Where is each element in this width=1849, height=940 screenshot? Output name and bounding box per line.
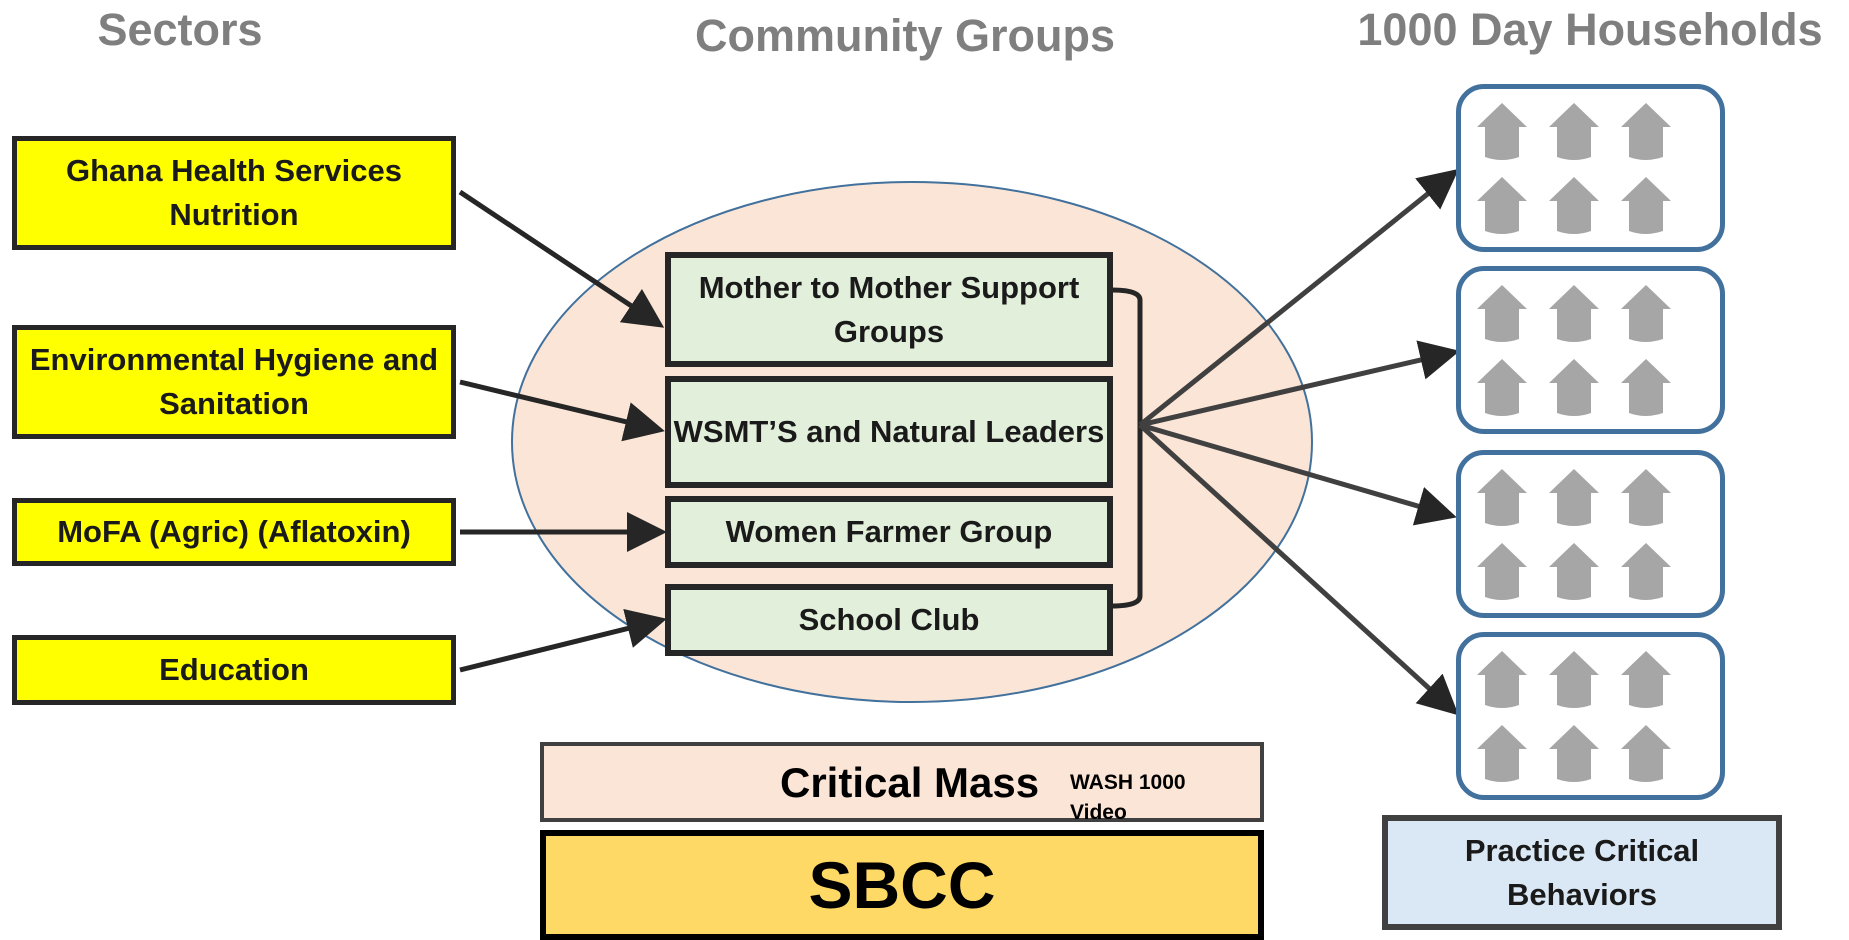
critical-mass-sublabel: WASH 1000 Video xyxy=(1070,771,1186,822)
arrow-hub-to-household-1 xyxy=(1138,168,1459,427)
practice-label: Practice Critical Behaviors xyxy=(1464,832,1700,912)
sbcc-box: SBCC xyxy=(540,830,1264,940)
sector-label: Ghana Health Services Nutrition xyxy=(66,153,402,232)
group-label: Mother to Mother Support Groups xyxy=(698,269,1080,349)
house-icon xyxy=(1621,177,1671,234)
arrow-hub-to-household-4 xyxy=(1138,423,1459,716)
house-icon xyxy=(1549,103,1599,160)
house-icon xyxy=(1621,359,1671,416)
group-box: Mother to Mother Support Groups xyxy=(665,252,1113,367)
arrow-education-to-school xyxy=(459,608,667,673)
sector-label: Environmental Hygiene and Sanitation xyxy=(29,342,439,421)
house-icon xyxy=(1477,177,1527,234)
household-box xyxy=(1456,632,1725,800)
arrow-health-to-mother xyxy=(458,189,665,328)
group-label: Women Farmer Group xyxy=(725,514,1053,549)
house-icon xyxy=(1477,651,1527,708)
critical-mass-label: Critical Mass xyxy=(780,759,1040,806)
sector-label: MoFA (Agric) (Aflatoxin) xyxy=(57,514,411,549)
household-box xyxy=(1456,450,1725,618)
house-icon xyxy=(1621,725,1671,782)
critical-mass-bar: Critical Mass WASH 1000 Video xyxy=(540,742,1264,822)
house-icon xyxy=(1477,543,1527,600)
arrow-hygiene-to-wsmt xyxy=(459,379,665,442)
arrow-hub-to-household-3 xyxy=(1139,422,1457,526)
house-icon xyxy=(1621,651,1671,708)
group-box: School Club xyxy=(665,584,1113,656)
house-icon xyxy=(1621,103,1671,160)
sector-box: Education xyxy=(12,635,456,705)
group-box: WSMT’S and Natural Leaders xyxy=(665,376,1113,488)
house-icon xyxy=(1477,285,1527,342)
groups-bracket xyxy=(1111,287,1143,609)
house-icon xyxy=(1621,285,1671,342)
header-households: 1000 Day Households xyxy=(1357,4,1823,55)
house-icon xyxy=(1621,543,1671,600)
sbcc-label: SBCC xyxy=(808,848,996,922)
group-box: Women Farmer Group xyxy=(665,496,1113,568)
group-label: WSMT’S and Natural Leaders xyxy=(673,414,1105,449)
house-icon xyxy=(1549,285,1599,342)
house-icon xyxy=(1549,469,1599,526)
house-icon xyxy=(1549,543,1599,600)
household-box xyxy=(1456,84,1725,252)
practice-box: Practice Critical Behaviors xyxy=(1382,815,1782,930)
header-community-groups: Community Groups xyxy=(694,10,1115,61)
group-label: School Club xyxy=(798,602,980,637)
house-icon xyxy=(1477,725,1527,782)
house-icon xyxy=(1477,359,1527,416)
sector-box: Environmental Hygiene and Sanitation xyxy=(12,325,456,439)
house-icon xyxy=(1477,103,1527,160)
sector-box: Ghana Health Services Nutrition xyxy=(12,136,456,250)
house-icon xyxy=(1621,469,1671,526)
sector-box: MoFA (Agric) (Aflatoxin) xyxy=(12,498,456,566)
arrow-hub-to-household-2 xyxy=(1139,340,1460,428)
sector-label: Education xyxy=(159,652,309,687)
header-sectors: Sectors xyxy=(97,4,263,55)
house-icon xyxy=(1549,359,1599,416)
house-icon xyxy=(1549,177,1599,234)
house-icon xyxy=(1549,725,1599,782)
house-icon xyxy=(1549,651,1599,708)
house-icon xyxy=(1477,469,1527,526)
household-box xyxy=(1456,266,1725,434)
